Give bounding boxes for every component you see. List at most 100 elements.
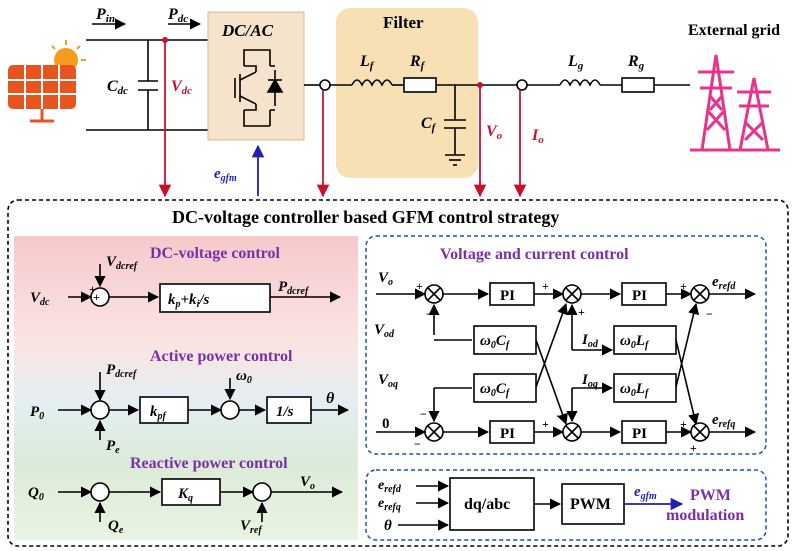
vc-sum-d2 — [562, 284, 582, 304]
svg-text:PI: PI — [632, 426, 647, 442]
vc-v-od: Vod — [374, 322, 395, 340]
rp-q0-input: Q0 — [28, 485, 44, 503]
l-f-label: Lf — [359, 53, 375, 72]
filter-label: Filter — [383, 13, 424, 32]
external-grid-label: External grid — [688, 22, 780, 39]
svg-text:+: + — [416, 279, 423, 293]
svg-text:+: + — [542, 279, 549, 293]
r-f-label: Rf — [409, 53, 426, 72]
svg-text:ω0Cf: ω0Cf — [480, 333, 511, 351]
rp-vref-sum — [252, 482, 272, 502]
svg-text:+: + — [680, 279, 687, 293]
pwm-e-gfm: egfm — [634, 484, 657, 502]
svg-text:PI: PI — [500, 288, 515, 304]
svg-text:PI: PI — [500, 426, 515, 442]
pwm-in-refq: erefq — [378, 496, 401, 513]
vc-sum-q3 — [690, 422, 710, 442]
rp-sum-junction — [90, 482, 110, 502]
pwm-block — [561, 483, 625, 525]
dc-p-dcref-output: Pdcref — [278, 279, 310, 297]
svg-text:+: + — [89, 282, 96, 296]
dq-abc-block — [449, 477, 535, 531]
pwm-in-refd: erefd — [378, 478, 402, 495]
svg-text:−: − — [556, 409, 563, 423]
rp-v-ref: Vref — [240, 518, 263, 536]
transmission-tower-icon — [690, 54, 780, 152]
ap-integrator-label: 1/s — [276, 404, 294, 420]
dc-v-dcref: Vdcref — [106, 254, 139, 272]
vc-w0cf-upper — [473, 325, 537, 355]
svg-text:−: − — [414, 437, 421, 451]
svg-text:+: + — [690, 441, 697, 455]
reactive-power-control-title: Reactive power control — [130, 455, 288, 472]
svg-text:PI: PI — [632, 288, 647, 304]
vc-v-o-input: Vo — [378, 270, 393, 288]
c-f-label: Cf — [421, 115, 437, 134]
r-g-label: Rg — [627, 53, 645, 72]
svg-text:+: + — [542, 417, 549, 431]
v-dc-label: Vdc — [171, 78, 192, 97]
vc-sum-d3 — [690, 284, 710, 304]
dc-v-dc-input: Vdc — [30, 290, 50, 308]
vc-control-box — [365, 235, 767, 455]
ap-p-e: Pe — [106, 438, 120, 456]
vc-sum-q1 — [424, 422, 444, 442]
vc-e-refd: erefd — [712, 274, 736, 292]
filter-block — [336, 8, 478, 178]
rp-kq-label: Kq — [177, 486, 193, 504]
strategy-title: DC-voltage controller based GFM control … — [172, 207, 559, 227]
p-in-label: Pin — [95, 6, 115, 25]
strategy-box — [7, 199, 789, 547]
converter-label: DC/AC — [221, 21, 274, 40]
vc-control-title: Voltage and current control — [440, 246, 629, 263]
pwm-in-theta: θ — [384, 518, 392, 534]
ap-omega-sum — [220, 400, 240, 420]
ap-theta-output: θ — [326, 390, 335, 407]
pwm-title-1: PWM — [690, 487, 731, 504]
svg-text:+: + — [93, 290, 100, 304]
solar-panel-icon — [8, 40, 86, 123]
svg-text:−: − — [420, 407, 427, 421]
ap-omega0: ω0 — [236, 368, 252, 386]
pwm-box — [365, 469, 767, 541]
dc-ac-converter — [207, 11, 305, 141]
svg-text:−: − — [706, 307, 713, 321]
dc-voltage-control-title: DC-voltage control — [150, 245, 280, 262]
rp-kq-block — [161, 478, 221, 506]
ap-p0-input: P0 — [30, 404, 44, 422]
rp-q-e: Qe — [108, 518, 124, 536]
pwm-title-2: modulation — [666, 507, 744, 524]
dc-pi-block — [159, 283, 271, 313]
vc-sum-d1 — [424, 284, 444, 304]
l-g-label: Lg — [567, 53, 584, 72]
ap-kpf-label: kpf — [150, 404, 168, 422]
active-power-control-title: Active power control — [150, 348, 293, 365]
svg-text:+: + — [680, 417, 687, 431]
vc-i-oq: Ioq — [581, 372, 598, 390]
vc-v-oq: Voq — [378, 372, 398, 390]
vc-i-od: Iod — [581, 332, 599, 350]
vc-w0cf-lower — [473, 373, 537, 403]
dc-pi-formula: kp+ki/s — [168, 292, 210, 310]
svg-text:−: − — [426, 307, 433, 321]
c-dc-label: Cdc — [107, 78, 128, 97]
pwm-block-label: PWM — [570, 496, 611, 513]
vc-e-refq: erefq — [712, 412, 735, 430]
i-o-label: Io — [531, 127, 544, 146]
vc-zero-input: 0 — [382, 416, 390, 432]
svg-text:+: + — [578, 305, 585, 319]
dq-abc-label: dq/abc — [464, 496, 510, 513]
igbt-symbol-icon — [234, 49, 284, 127]
e-gfm-label: egfm — [214, 166, 237, 184]
vc-sum-q2 — [562, 422, 582, 442]
p-dc-label: Pdc — [167, 6, 188, 25]
ap-p-dcref: Pdcref — [106, 362, 138, 380]
vc-w0lf-lower — [613, 373, 677, 403]
svg-text:ω0Lf: ω0Lf — [620, 333, 650, 351]
v-o-label: Vo — [486, 123, 503, 142]
svg-text:ω0Cf: ω0Cf — [480, 381, 511, 399]
svg-text:ω0Lf: ω0Lf — [620, 381, 650, 399]
ap-sum-junction — [90, 400, 110, 420]
rp-v-o-output: Vo — [300, 474, 315, 492]
